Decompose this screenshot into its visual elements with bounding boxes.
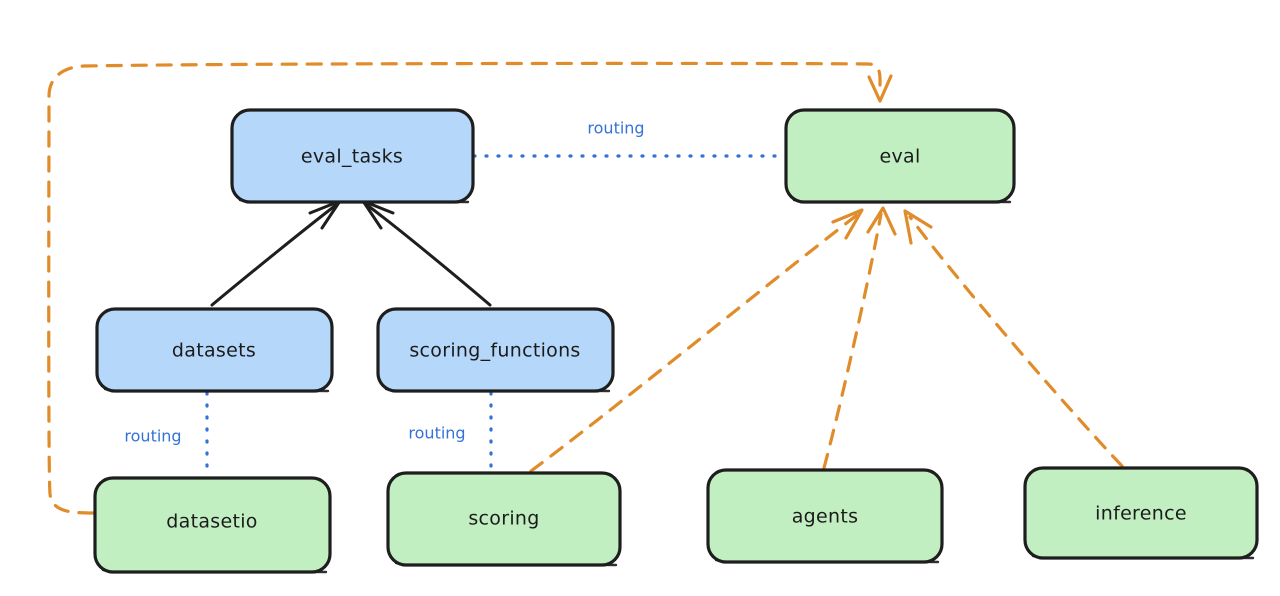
- edge-label-routing-top: routing: [587, 119, 644, 138]
- node-label-inference: inference: [1095, 503, 1187, 525]
- edge-datasetio-to-eval: [47, 61, 893, 515]
- node-label-eval-tasks: eval_tasks: [301, 146, 403, 168]
- node-label-scoring: scoring: [468, 508, 539, 530]
- edge-agents-to-eval: [822, 206, 897, 470]
- edge-label-routing-left: routing: [124, 427, 181, 446]
- node-scoring[interactable]: scoring: [386, 471, 622, 567]
- edge-scoring-functions-to-eval-tasks: [361, 199, 492, 307]
- node-label-datasets: datasets: [172, 340, 256, 362]
- node-label-agents: agents: [792, 506, 859, 528]
- edge-datasets-to-eval-tasks: [210, 199, 342, 307]
- node-inference[interactable]: inference: [1023, 466, 1259, 560]
- node-agents[interactable]: agents: [706, 468, 944, 564]
- node-eval[interactable]: eval: [784, 108, 1016, 204]
- edge-scoring-to-eval: [529, 208, 864, 473]
- node-eval-tasks[interactable]: eval_tasks: [230, 108, 475, 204]
- edge-inference-to-eval: [903, 209, 1124, 468]
- node-label-datasetio: datasetio: [166, 511, 257, 533]
- node-datasetio[interactable]: datasetio: [93, 476, 332, 574]
- node-label-scoring-functions: scoring_functions: [409, 340, 580, 362]
- node-datasets[interactable]: datasets: [95, 307, 334, 393]
- node-scoring-functions[interactable]: scoring_functions: [376, 307, 615, 393]
- node-label-eval: eval: [879, 146, 920, 168]
- edge-label-routing-middle: routing: [408, 424, 465, 443]
- nodes-layer: eval_tasks eval datasets scoring_functio…: [93, 108, 1259, 574]
- edge-labels-layer: routing routing routing: [124, 119, 644, 446]
